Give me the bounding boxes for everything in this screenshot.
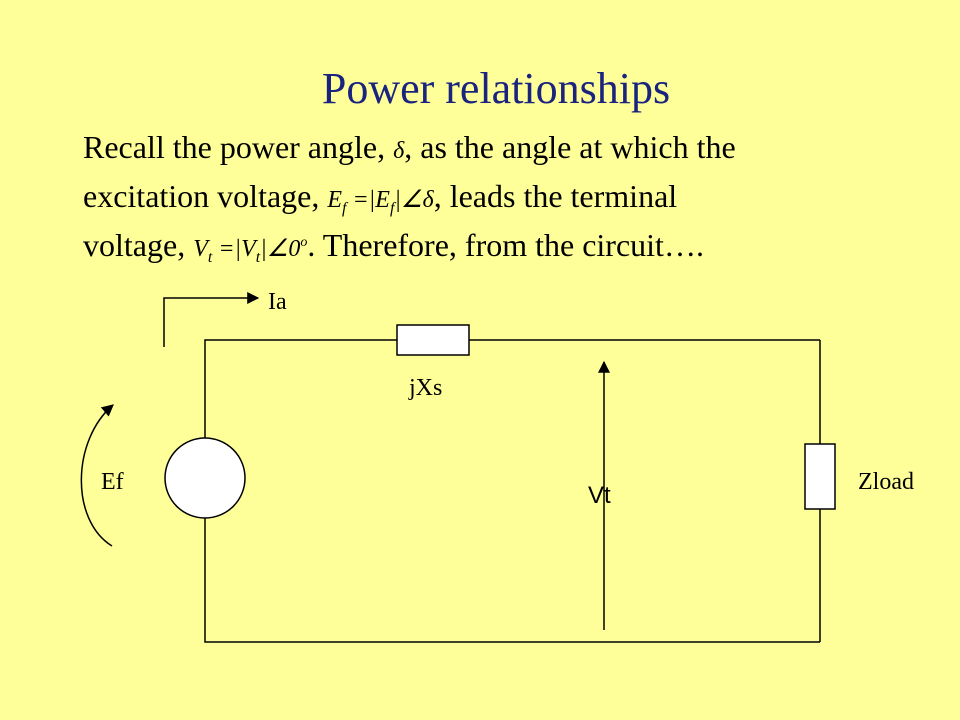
reactance-label: jXs — [409, 375, 443, 401]
load-label: Zload — [858, 469, 914, 495]
current-arrow-icon — [163, 292, 260, 347]
load-resistor-icon — [804, 443, 836, 510]
wire-bottom — [204, 517, 820, 643]
delta-symbol: δ — [393, 138, 405, 164]
terminal-voltage-label: Vt — [588, 482, 611, 509]
vt-equation: Vt =|Vt|∠0o — [193, 235, 308, 266]
paragraph-line-3: voltage, Vt =|Vt|∠0o. Therefore, from th… — [83, 225, 704, 273]
paragraph-line-2: excitation voltage, Ef =|Ef|∠δ, leads th… — [83, 176, 677, 223]
line2-text-b: , leads the terminal — [433, 178, 678, 214]
emf-curved-arrow-icon — [80, 404, 114, 547]
wire-top-left — [204, 339, 397, 438]
current-label: Ia — [268, 289, 287, 315]
voltage-source-icon — [164, 437, 246, 519]
reactance-resistor-icon — [396, 324, 470, 356]
line3-text-a: voltage, — [83, 227, 194, 263]
source-label: Ef — [101, 469, 124, 495]
line2-text-a: excitation voltage, — [83, 178, 328, 214]
line1-text-b: , as the angle at which the — [404, 129, 736, 165]
circuit-wires — [204, 339, 821, 643]
ef-equation: Ef =|Ef|∠δ — [327, 187, 434, 217]
line1-text-a: Recall the power angle, — [83, 129, 394, 165]
slide-title: Power relationships — [321, 64, 671, 113]
paragraph-line-1: Recall the power angle, δ, as the angle … — [83, 127, 736, 171]
line3-text-b: . Therefore, from the circuit…. — [307, 227, 704, 263]
